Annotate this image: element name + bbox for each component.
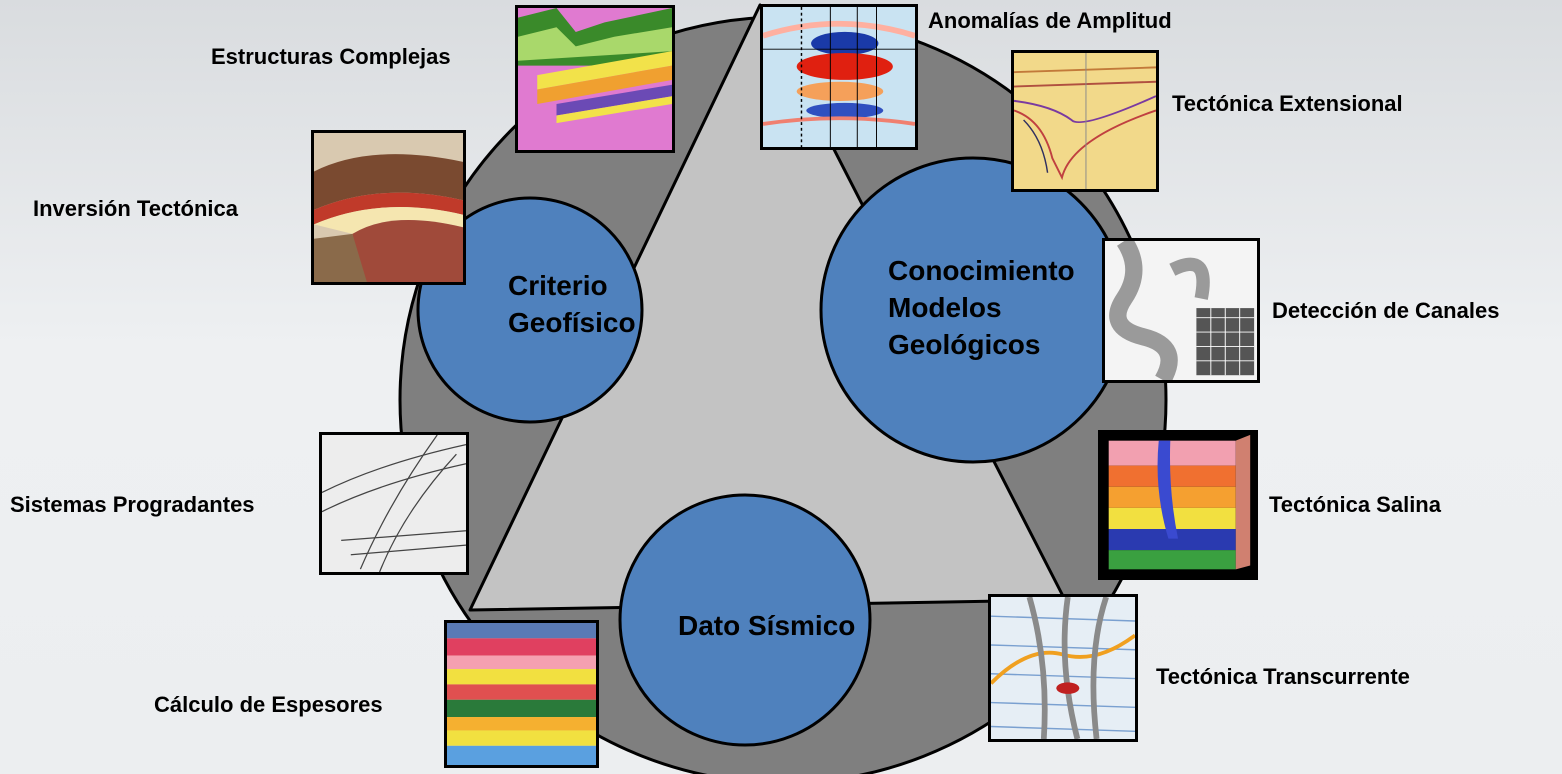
conocimiento-modelos-text: Conocimiento Modelos Geológicos — [888, 253, 1075, 364]
dato-sismico-text: Dato Sísmico — [678, 610, 856, 641]
label-estructuras-complejas: Estructuras Complejas — [211, 44, 451, 69]
label-sistemas-progradantes: Sistemas Progradantes — [10, 492, 255, 517]
label-deteccion-canales: Detección de Canales — [1272, 298, 1500, 323]
thumb-sistemas-progradantes — [319, 432, 469, 575]
label-tectonica-transcurrente: Tectónica Transcurrente — [1156, 664, 1410, 689]
thumb-tectonica-extensional — [1011, 50, 1159, 192]
criterio-line-1: Criterio — [508, 270, 608, 301]
thumb-tectonica-transcurrente — [988, 594, 1138, 742]
criterio-geofisico-text: Criterio Geofísico — [508, 268, 636, 342]
thumb-inversion-tectonica — [311, 130, 466, 285]
conocimiento-line-3: Geológicos — [888, 328, 1041, 360]
criterio-line-2: Geofísico — [508, 306, 636, 338]
circle-criterio-geofisico — [416, 196, 644, 424]
thumb-anomalias-amplitud — [760, 4, 918, 150]
thumb-calculo-espesores — [444, 620, 599, 768]
label-tectonica-salina: Tectónica Salina — [1269, 492, 1441, 517]
thumb-deteccion-canales — [1102, 238, 1260, 383]
label-inversion-tectonica: Inversión Tectónica — [33, 196, 238, 221]
label-anomalias-amplitud: Anomalías de Amplitud — [928, 8, 1172, 33]
thumb-tectonica-salina — [1098, 430, 1258, 580]
conocimiento-line-2: Modelos — [888, 291, 1002, 323]
label-calculo-espesores: Cálculo de Espesores — [154, 692, 383, 717]
thumb-estructuras-complejas — [515, 5, 675, 153]
conocimiento-line-1: Conocimiento — [888, 255, 1075, 286]
circle-dato-sismico — [618, 493, 872, 747]
label-tectonica-extensional: Tectónica Extensional — [1172, 91, 1403, 116]
